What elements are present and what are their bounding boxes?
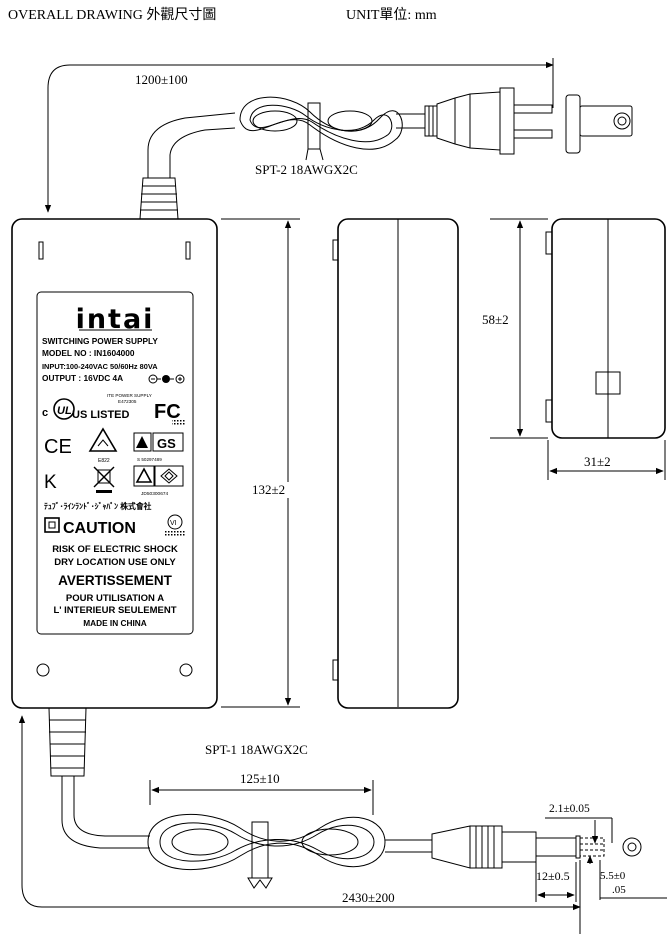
svg-text:UL: UL: [57, 405, 72, 417]
svg-text:VI: VI: [170, 520, 177, 527]
bottom-cable-dimension-line: [18, 715, 581, 911]
top-strain-relief: [139, 177, 179, 220]
label-line-3: INPUT:100-240VAC 50/60Hz 80VA: [42, 362, 158, 371]
barrel-length-label: 12±0.5: [536, 869, 570, 883]
adapter-front-view: intai SWITCHING POWER SUPPLY MODEL NO : …: [11, 218, 218, 709]
us-plug: [424, 87, 553, 155]
interieur-text: L' INTERIEUR SEULEMENT: [53, 605, 176, 616]
drawing-title: OVERALL DRAWING 外觀尺寸圖: [8, 7, 216, 23]
inner-diameter-label: 2.1±0.05: [549, 803, 590, 815]
plug-side-view: [565, 94, 633, 154]
top-cable-wire-left: [147, 112, 236, 178]
svg-text:c: c: [42, 407, 48, 419]
rcm-icon: E822: [88, 427, 118, 464]
ce-mark-icon: CE: [44, 436, 72, 458]
side-height-dimension: 58±2: [482, 218, 548, 439]
adapter-end-view: [545, 218, 666, 439]
gs-icon: GS S 50297489: [133, 432, 184, 462]
bottom-cable-coil: [147, 813, 386, 889]
label-line-1: SWITCHING POWER SUPPLY: [42, 336, 158, 346]
label-line-2: MODEL NO : IN1604000: [42, 348, 135, 358]
pour-text: POUR UTILISATION A: [66, 593, 164, 604]
top-cable-length-label: 1200±100: [135, 72, 188, 87]
side-width-dimension: 31±2: [547, 440, 666, 480]
coil-length-label: 125±10: [240, 771, 280, 786]
bottom-cable: SPT-1 18AWGX2C 125±10: [18, 707, 667, 934]
svg-text:FC: FC: [154, 401, 181, 423]
top-cable-wire-right: [169, 127, 236, 178]
avertissement-heading: AVERTISSEMENT: [58, 573, 173, 588]
svg-text:US LISTED: US LISTED: [72, 409, 130, 421]
top-cable-coil: [239, 96, 403, 161]
dry-location-text: DRY LOCATION USE ONLY: [54, 557, 176, 568]
ul-listed-icon: c UL US LISTED ITE POWER SUPPLY E472305: [42, 393, 152, 421]
side-width-label: 31±2: [584, 454, 611, 469]
pse-icon: JD50300674: [133, 465, 184, 497]
body-length-label: 132±2: [252, 482, 285, 497]
bottom-cable-type-label: SPT-1 18AWGX2C: [205, 742, 308, 757]
made-in-text: MADE IN CHINA: [83, 618, 147, 628]
side-height-label: 58±2: [482, 312, 509, 327]
bottom-cable-length-label: 2430±200: [342, 890, 395, 905]
double-insulation-icon: [44, 517, 60, 533]
fcc-icon: FC: [154, 401, 186, 426]
svg-text:JD50300674: JD50300674: [141, 491, 169, 497]
top-cable-dimension-line: [44, 61, 554, 213]
vi-efficiency-icon: VI: [164, 514, 186, 537]
product-label: intai SWITCHING POWER SUPPLY MODEL NO : …: [36, 291, 194, 635]
dc-plug: [431, 825, 642, 869]
top-cable-type-label: SPT-2 18AWGX2C: [255, 162, 358, 177]
kc-mark-icon: K: [44, 472, 57, 493]
weee-icon: [93, 466, 115, 493]
top-cable: 1200±100: [44, 58, 633, 220]
body-length-dimension: 132±2: [221, 218, 300, 708]
svg-text:E472305: E472305: [118, 399, 137, 404]
outer-diameter-label-2: .05: [612, 884, 626, 896]
label-line-4: OUTPUT : 16VDC 4A: [42, 373, 123, 383]
svg-text:GS: GS: [157, 436, 176, 451]
polarity-icon: [148, 374, 185, 384]
svg-text:E822: E822: [98, 458, 110, 464]
adapter-side-view: [332, 218, 459, 709]
bottom-strain-relief: [48, 707, 87, 777]
svg-text:S 50297489: S 50297489: [137, 457, 162, 462]
risk-text: RISK OF ELECTRIC SHOCK: [52, 544, 178, 555]
svg-text:ITE POWER SUPPLY: ITE POWER SUPPLY: [107, 393, 152, 398]
caution-heading: CAUTION: [63, 520, 136, 537]
tuv-japan-text: ﾃｭﾌﾞ･ﾗｲﾝﾗﾝﾄﾞ･ｼﾞｬﾊﾟﾝ 株式會社: [44, 501, 152, 511]
outer-diameter-label: 5.5±0: [600, 870, 626, 882]
unit-label: UNIT單位: mm: [346, 7, 437, 23]
